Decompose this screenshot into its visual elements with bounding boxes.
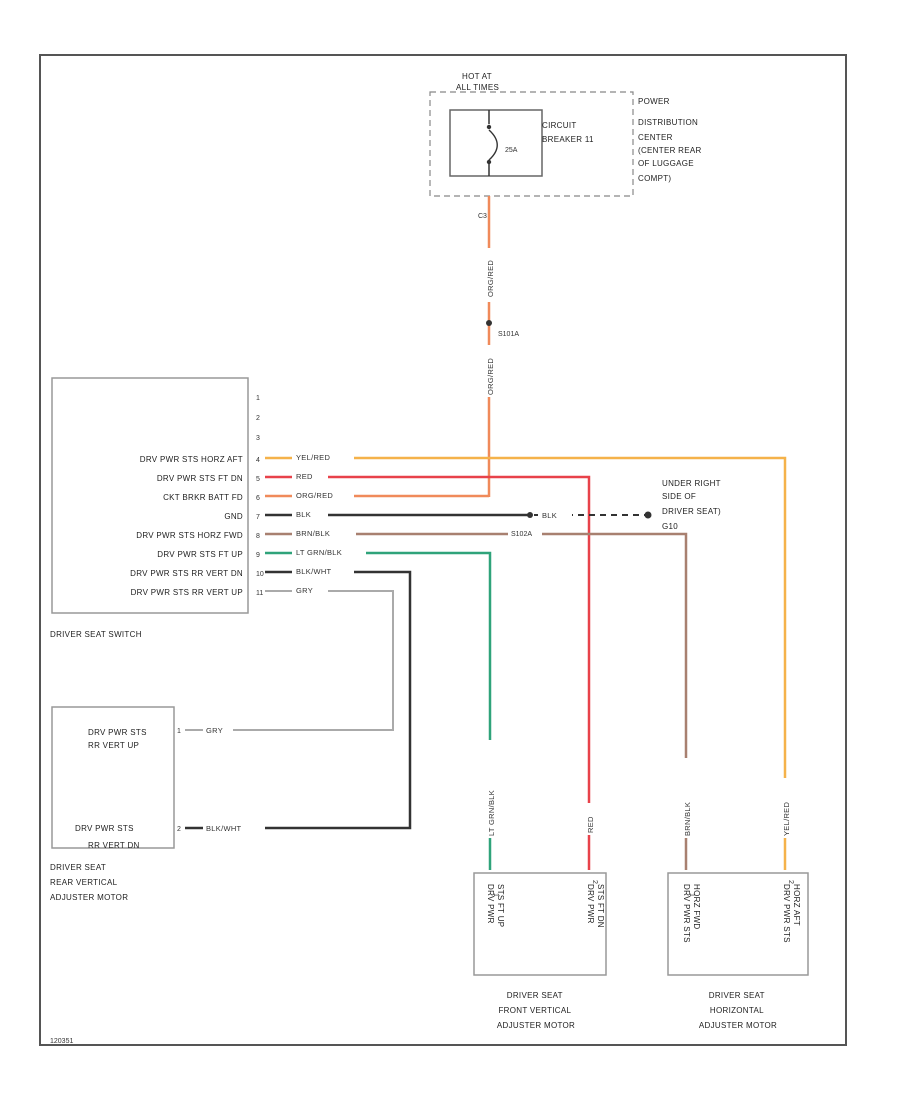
switch-row-gnd: GND 7 [224, 512, 260, 521]
svg-text:DRV PWR STS FT DN: DRV PWR STS FT DN [157, 474, 243, 483]
svg-text:4: 4 [256, 457, 260, 464]
switch-row-ft-up: DRV PWR STS FT UP 9 [157, 550, 260, 559]
svg-text:DRV PWR STS RR VERT UP: DRV PWR STS RR VERT UP [88, 728, 149, 750]
breaker-name: CIRCUIT BREAKER 11 [542, 121, 594, 144]
ground-splice-dot [527, 512, 533, 518]
svg-text:DRV PWR STS FT UP: DRV PWR STS FT UP [486, 884, 505, 927]
svg-text:10: 10 [256, 571, 264, 578]
svg-text:1: 1 [492, 893, 499, 897]
wire-brn-blk [265, 532, 688, 870]
ground-wire-label: BLK [542, 511, 557, 520]
rear-motor-up-wire-label: GRY [206, 726, 223, 735]
svg-text:BLK/WHT: BLK/WHT [296, 567, 332, 576]
feed-wire-label: ORG/RED [486, 260, 495, 297]
svg-text:DRV PWR STS FT UP: DRV PWR STS FT UP [157, 550, 243, 559]
ground-point-dot [644, 511, 652, 519]
svg-text:7: 7 [256, 514, 260, 521]
svg-text:1: 1 [688, 893, 695, 897]
breaker-location: POWER DISTRIBUTION CENTER (CENTER REAR O… [638, 97, 704, 183]
ground-location: UNDER RIGHT SIDE OF DRIVER SEAT) G10 [662, 479, 724, 531]
svg-text:RED: RED [296, 472, 313, 481]
svg-text:DRV PWR STS FT DN: DRV PWR STS FT DN [586, 884, 605, 928]
svg-text:DRV PWR STS RR VERT DN: DRV PWR STS RR VERT DN [75, 824, 140, 850]
circuit-breaker-box [449, 109, 543, 177]
svg-text:LT GRN/BLK: LT GRN/BLK [296, 548, 342, 557]
svg-text:5: 5 [256, 476, 260, 483]
wire-blk-wht [185, 570, 412, 830]
switch-row-ft-dn: DRV PWR STS FT DN 5 [157, 474, 260, 483]
svg-text:GRY: GRY [296, 586, 313, 595]
svg-text:DRV PWR STS HORZ FWD: DRV PWR STS HORZ FWD [136, 531, 243, 540]
switch-row-ckt-brkr: CKT BRKR BATT FD 6 [163, 493, 260, 502]
switch-row-rr-vert-up: DRV PWR STS RR VERT UP 11 [131, 588, 264, 597]
front-vertical-motor-title: DRIVER SEAT FRONT VERTICAL ADJUSTER MOTO… [497, 991, 575, 1030]
svg-text:2: 2 [787, 880, 794, 884]
front-motor-red-wire-label: RED [586, 816, 595, 833]
svg-text:CKT BRKR BATT FD: CKT BRKR BATT FD [163, 493, 243, 502]
svg-text:BRN/BLK: BRN/BLK [296, 529, 330, 538]
rear-vertical-motor-title: DRIVER SEAT REAR VERTICAL ADJUSTER MOTOR [50, 863, 128, 902]
wire-lt-grn-blk [265, 551, 492, 870]
wire-gry [185, 590, 394, 731]
wire-red [265, 475, 591, 870]
svg-text:BLK: BLK [296, 510, 311, 519]
svg-text:DRV PWR STS RR VERT UP: DRV PWR STS RR VERT UP [131, 588, 243, 597]
svg-text:6: 6 [256, 495, 260, 502]
figure-id: 120351 [50, 1038, 73, 1045]
switch-row-horz-aft: DRV PWR STS HORZ AFT 4 [140, 455, 260, 464]
switch-row-horz-fwd: DRV PWR STS HORZ FWD 8 [136, 531, 260, 540]
switch-wire-labels: YEL/RED RED ORG/RED BLK BRN/BLK LT GRN/B… [292, 451, 366, 595]
splice-label: S101A [498, 331, 519, 338]
svg-text:11: 11 [256, 590, 263, 597]
svg-text:DRV PWR STS HORZ AFT: DRV PWR STS HORZ AFT [782, 884, 801, 945]
hot-at-all-times-label: HOT AT ALL TIMES [456, 72, 499, 92]
svg-text:2: 2 [256, 415, 260, 422]
svg-text:GND: GND [224, 512, 243, 521]
svg-text:2: 2 [177, 826, 181, 833]
horiz-motor-brown-wire-label: BRN/BLK [683, 802, 692, 836]
svg-text:8: 8 [256, 533, 260, 540]
switch-row-rr-vert-dn: DRV PWR STS RR VERT DN 10 [130, 569, 264, 578]
breaker-rating: 25A [505, 147, 518, 154]
horizontal-motor-box [667, 872, 809, 976]
svg-text:DRV PWR STS HORZ FWD: DRV PWR STS HORZ FWD [682, 884, 701, 945]
driver-seat-switch-box [51, 377, 249, 614]
svg-text:1: 1 [177, 728, 181, 735]
svg-text:C3: C3 [478, 213, 487, 220]
svg-text:2: 2 [591, 880, 598, 884]
wire-yel-red [265, 456, 787, 870]
svg-text:ORG/RED: ORG/RED [296, 491, 333, 500]
horizontal-motor-title: DRIVER SEAT HORIZONTAL ADJUSTER MOTOR [699, 991, 777, 1030]
svg-text:ORG/RED: ORG/RED [486, 358, 495, 395]
svg-text:YEL/RED: YEL/RED [296, 453, 330, 462]
svg-text:3: 3 [256, 435, 260, 442]
splice-dot [486, 320, 492, 326]
rear-vertical-motor-box [51, 706, 175, 849]
front-vertical-motor-box [473, 872, 607, 976]
front-motor-green-wire-label: LT GRN/BLK [487, 790, 496, 836]
svg-text:9: 9 [256, 552, 260, 559]
svg-text:DRV PWR STS RR VERT DN: DRV PWR STS RR VERT DN [130, 569, 243, 578]
driver-seat-switch-title: DRIVER SEAT SWITCH [50, 630, 142, 639]
brown-splice-label: S102A [511, 531, 532, 538]
circuit-breaker-symbol-icon [486, 110, 498, 176]
rear-motor-dn-wire-label: BLK/WHT [206, 824, 242, 833]
horiz-motor-yellow-wire-label: YEL/RED [782, 802, 791, 836]
diagram-frame [39, 54, 847, 1046]
svg-text:DRV PWR STS HORZ AFT: DRV PWR STS HORZ AFT [140, 455, 243, 464]
svg-text:1: 1 [256, 395, 260, 402]
power-distribution-center-box [429, 91, 634, 197]
